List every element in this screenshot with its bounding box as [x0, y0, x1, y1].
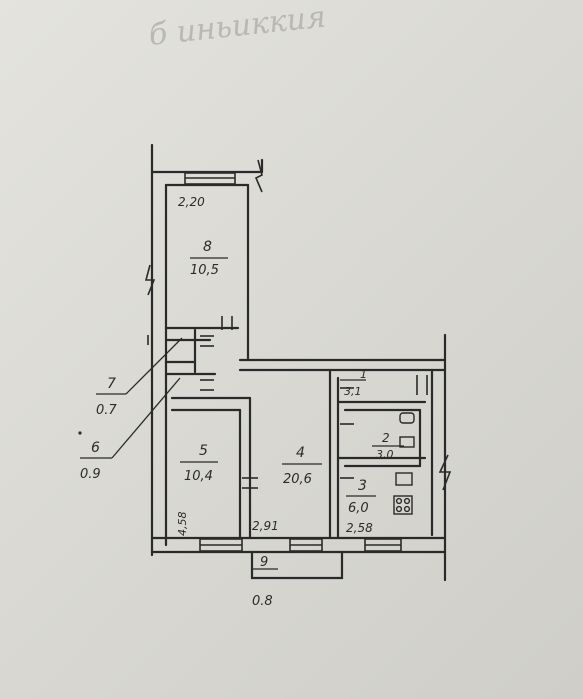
room-2-area: 3,0 — [376, 448, 394, 461]
sink-icon — [399, 412, 415, 424]
dim-room4-width: 2,91 — [252, 519, 279, 533]
walls — [150, 143, 447, 582]
room-4-number: 4 — [296, 445, 305, 461]
leader-lines — [80, 257, 404, 570]
room-8-area: 10,5 — [190, 263, 219, 278]
room-4-area: 20,6 — [283, 472, 312, 487]
dim-top-width: 2,20 — [178, 195, 205, 209]
dim-room5-height: 4,58 — [176, 512, 189, 537]
bathroom-fixtures — [393, 412, 415, 515]
ink-dot — [78, 431, 82, 435]
faint-header: б иньиккия — [147, 0, 327, 53]
room-7-area: 0.7 — [96, 403, 117, 418]
room-9-area: 0.8 — [252, 594, 273, 609]
room-9-number: 9 — [260, 555, 268, 570]
stove-icon — [393, 495, 413, 515]
toilet-icon — [399, 436, 415, 448]
room-6-number: 6 — [91, 440, 100, 456]
windows — [184, 172, 402, 552]
room-1-number: 1 — [360, 368, 367, 381]
room-8-number: 8 — [203, 239, 212, 255]
room-3-number: 3 — [358, 478, 367, 494]
room-6-area: 0.9 — [80, 467, 101, 482]
room-5-area: 10,4 — [184, 469, 213, 484]
room-3-area: 6,0 — [348, 501, 369, 516]
room-2-number: 2 — [382, 431, 390, 445]
room-7-number: 7 — [107, 376, 116, 392]
break-marks — [144, 159, 452, 491]
dim-room3-width: 2,58 — [346, 521, 373, 535]
room-5-number: 5 — [199, 443, 208, 459]
sink-icon — [395, 472, 413, 486]
door-marks — [200, 316, 428, 489]
room-1-area: 3,1 — [344, 385, 362, 398]
